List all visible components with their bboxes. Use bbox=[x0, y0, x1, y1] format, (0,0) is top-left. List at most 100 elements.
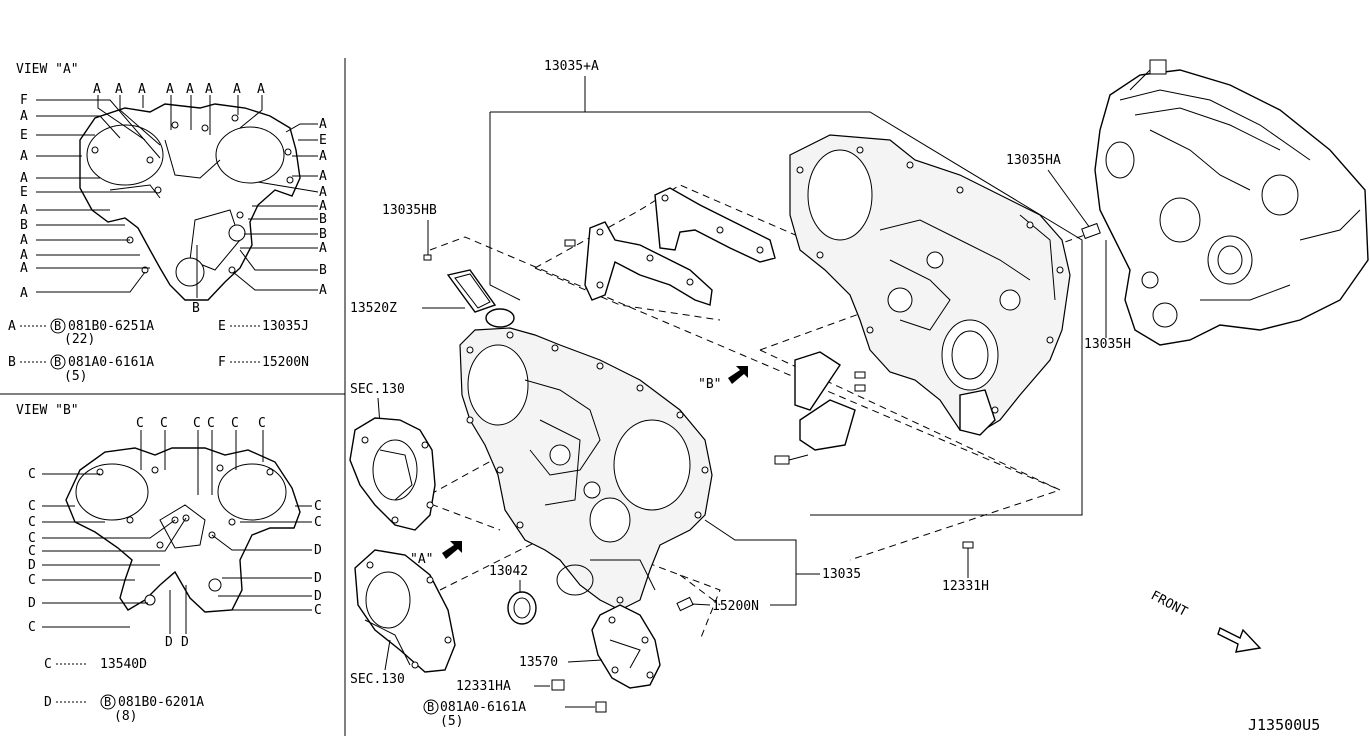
view-b-letter-left: C bbox=[28, 515, 36, 530]
view-b-arrow-label: "B" bbox=[698, 377, 721, 392]
view-b-letter-bottom: D bbox=[181, 635, 189, 650]
view-a-letter-top: A bbox=[205, 82, 213, 97]
view-a-letter-right: B bbox=[319, 227, 327, 242]
bolt-symbol-icon bbox=[50, 318, 66, 334]
view-a-letter-left: A bbox=[20, 248, 28, 263]
view-a-letter-top: A bbox=[115, 82, 123, 97]
bolt-symbol-letter: B bbox=[54, 355, 61, 369]
legend-ref-c: 13540D bbox=[100, 657, 147, 672]
view-b-letter-right: C bbox=[314, 499, 322, 514]
callout-bolt-ref: 081A0-6161A bbox=[440, 700, 526, 715]
legend-ref-f: 15200N bbox=[262, 355, 309, 370]
inner-timing-cover bbox=[789, 134, 1071, 436]
callout-13042: 13042 bbox=[489, 564, 528, 579]
view-a-letter-right: A bbox=[319, 185, 327, 200]
view-b-letter-right: D bbox=[314, 589, 322, 604]
view-a-letter-left: A bbox=[20, 171, 28, 186]
view-b-cover-outline bbox=[65, 447, 301, 613]
view-b-letter-right: C bbox=[314, 603, 322, 618]
view-b-letter-left: C bbox=[28, 620, 36, 635]
view-b-letter-left: C bbox=[28, 499, 36, 514]
view-a-letter-left: E bbox=[20, 128, 28, 143]
outer-timing-cover bbox=[459, 327, 713, 611]
legend-ref-b: 081A0-6161A bbox=[68, 355, 154, 370]
engine-block-illustration bbox=[1094, 59, 1369, 346]
view-b-letter-right: D bbox=[314, 543, 322, 558]
view-a-letter-right: A bbox=[319, 169, 327, 184]
view-a-letter-right: A bbox=[319, 283, 327, 298]
upper-gasket-right bbox=[654, 187, 776, 263]
leader-sec130-bottom bbox=[384, 639, 391, 671]
view-a-letter-top: A bbox=[186, 82, 194, 97]
view-a-leaders-top bbox=[97, 95, 263, 298]
view-b-letter-left: D bbox=[28, 596, 36, 611]
plug-15200n bbox=[676, 596, 694, 612]
inner-lower-gaskets bbox=[774, 351, 866, 465]
legend-qty-d: (8) bbox=[114, 709, 137, 724]
view-a-letter-left: A bbox=[20, 261, 28, 276]
seal-13520z bbox=[446, 269, 515, 328]
view-b-letter-left: D bbox=[28, 558, 36, 573]
view-b-letter-top: C bbox=[160, 416, 168, 431]
view-a-letter-right: B bbox=[319, 263, 327, 278]
bracket-13035-a bbox=[490, 111, 1083, 516]
view-a-letter-left: A bbox=[20, 109, 28, 124]
view-a-letter-top: A bbox=[257, 82, 265, 97]
bolt-symbol-icon bbox=[50, 354, 66, 370]
view-a-letter-left: B bbox=[20, 218, 28, 233]
view-b-letter-right: D bbox=[314, 571, 322, 586]
view-a-letter-left: E bbox=[20, 185, 28, 200]
oil-seal-13042 bbox=[507, 591, 537, 625]
view-a-leaders-left bbox=[36, 99, 161, 293]
view-a-letter-right: B bbox=[319, 212, 327, 227]
front-arrow-icon bbox=[1217, 627, 1262, 653]
bolt-small bbox=[774, 455, 790, 465]
bracket-13035 bbox=[704, 519, 797, 606]
view-b-letter-top: C bbox=[136, 416, 144, 431]
view-a-title: VIEW "A" bbox=[16, 62, 79, 77]
legend-key-a: A bbox=[8, 319, 16, 334]
leader-15200n bbox=[691, 603, 711, 606]
view-a-letter-right: A bbox=[319, 117, 327, 132]
bolt-small bbox=[564, 239, 576, 247]
view-a-letter-right: A bbox=[319, 199, 327, 214]
callout-13520z: 13520Z bbox=[350, 301, 397, 316]
view-a-letter-top: A bbox=[233, 82, 241, 97]
leader-13570 bbox=[567, 659, 603, 663]
view-b-letter-top: C bbox=[207, 416, 215, 431]
legend-ref-a: 081B0-6251A bbox=[68, 319, 154, 334]
bolt-symbol-letter: B bbox=[427, 700, 434, 714]
bolt-symbol-letter: B bbox=[104, 695, 111, 709]
view-b-letter-top: C bbox=[258, 416, 266, 431]
view-a-letter-bottom: B bbox=[192, 301, 200, 316]
callout-12331ha: 12331HA bbox=[456, 679, 511, 694]
legend-qty-a: (22) bbox=[64, 332, 95, 347]
legend-key-d: D bbox=[44, 695, 52, 710]
view-a-letter-left: A bbox=[20, 286, 28, 301]
view-b-letter-right: C bbox=[314, 515, 322, 530]
view-a-letter-right: E bbox=[319, 133, 327, 148]
lower-cover-13570 bbox=[591, 604, 661, 689]
view-b-letter-left: C bbox=[28, 573, 36, 588]
callout-13035: 13035 bbox=[822, 567, 861, 582]
legend-key-c: C bbox=[44, 657, 52, 672]
legend-key-b: B bbox=[8, 355, 16, 370]
callout-13035hb: 13035HB bbox=[382, 203, 437, 218]
diagram-code: J13500U5 bbox=[1248, 716, 1320, 734]
view-a-arrow-icon bbox=[442, 541, 462, 559]
callout-bolt-qty: (5) bbox=[440, 714, 463, 729]
view-b-letter-bottom: D bbox=[165, 635, 173, 650]
callout-13035h: 13035H bbox=[1084, 337, 1131, 352]
dowel-13035hb bbox=[423, 254, 432, 261]
bolt-symbol-icon bbox=[100, 694, 116, 710]
view-a-leaders-right bbox=[232, 123, 319, 291]
view-a-cover-outline bbox=[79, 103, 301, 301]
legend-ref-e: 13035J bbox=[262, 319, 309, 334]
callout-12331h: 12331H bbox=[942, 579, 989, 594]
view-a-letter-left: A bbox=[20, 233, 28, 248]
callout-15200n: 15200N bbox=[712, 599, 759, 614]
view-a-letter-top: A bbox=[93, 82, 101, 97]
view-b-letter-left: C bbox=[28, 467, 36, 482]
view-b-letter-top: C bbox=[193, 416, 201, 431]
